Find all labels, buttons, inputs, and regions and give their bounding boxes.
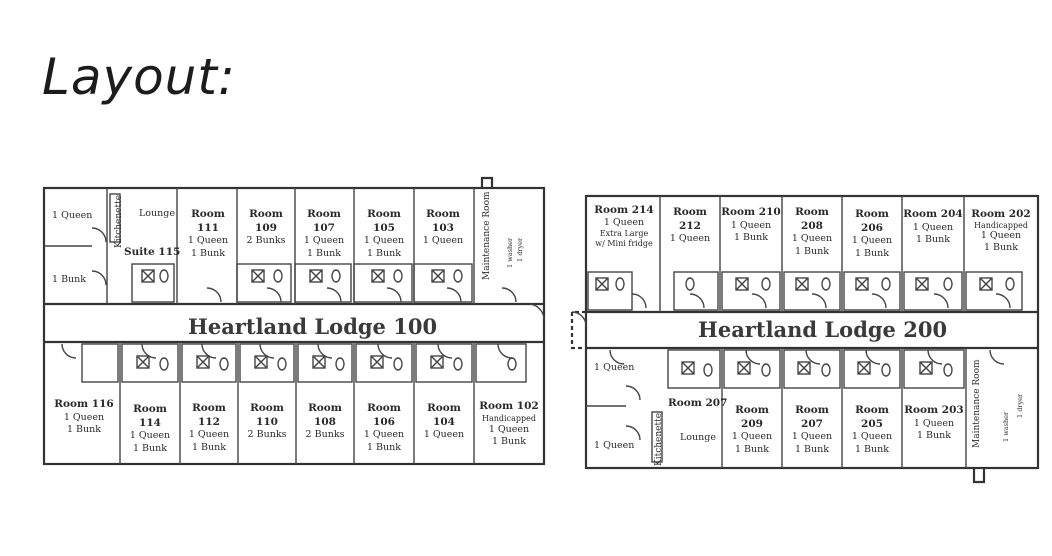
room-212: Room 212 1 Queen xyxy=(669,206,711,245)
room-206: Room 206 1 Queen 1 Bunk xyxy=(851,208,893,259)
suite-115-name: Suite 115 xyxy=(124,246,181,258)
room-111: Room 111 1 Queen 1 Bunk xyxy=(187,208,229,259)
room-106: Room 106 1 Queen 1 Bunk xyxy=(363,402,405,453)
suite-207-lounge: Lounge xyxy=(680,432,716,443)
room-210: Room 210 1 Queen 1 Bunk xyxy=(721,206,781,243)
lodge-200-maintenance-room: Maintenance Room xyxy=(972,359,982,448)
room-104: Room 104 1 Queen xyxy=(423,402,465,441)
page-heading: Layout: xyxy=(42,48,236,106)
room-202: Room 202 Handicapped 1 Queen 1 Bunk xyxy=(971,208,1031,253)
suite-207-bed-bottom: 1 Queen xyxy=(594,440,635,451)
lodge-100-walls xyxy=(42,176,546,466)
room-116: Room 116 1 Queen 1 Bunk xyxy=(54,398,114,435)
lodge-200-title: Heartland Lodge 200 xyxy=(698,317,948,342)
lodge-200-maintenance-dryer: 1 dryer xyxy=(1016,393,1024,418)
room-204: Room 204 1 Queen 1 Bunk xyxy=(903,208,963,245)
suite-115-lounge: Lounge xyxy=(139,208,175,219)
lodge-100-maintenance-washer: 1 washer xyxy=(506,237,514,268)
lodge-100-title: Heartland Lodge 100 xyxy=(188,314,438,339)
room-203: Room 203 1 Queen 1 Bunk xyxy=(904,404,964,441)
room-105: Room 105 1 Queen 1 Bunk xyxy=(363,208,405,259)
room-208: Room 208 1 Queen 1 Bunk xyxy=(791,206,833,257)
lodge-100-maintenance-dryer: 1 dryer xyxy=(516,237,524,262)
lodge-200-walls xyxy=(570,194,1040,484)
room-110: Room 110 2 Bunks xyxy=(247,402,287,441)
room-112: Room 112 1 Queen 1 Bunk xyxy=(188,402,230,453)
suite-115-kitchenette: Kitchenette xyxy=(114,194,124,248)
room-109: Room 109 2 Bunks xyxy=(246,208,286,247)
lodge-200-floor-plan: Room 214 1 Queen Extra Large w/ Mini fri… xyxy=(570,186,1044,486)
room-114: Room 114 1 Queen 1 Bunk xyxy=(129,403,171,454)
room-209: Room 209 1 Queen 1 Bunk xyxy=(731,404,773,455)
lodge-100-floor-plan: 1 Queen 1 Bunk Kitchenette Lounge Suite … xyxy=(42,176,548,488)
lodge-200-maintenance-washer: 1 washer xyxy=(1002,411,1010,442)
room-108: Room 108 2 Bunks xyxy=(305,402,345,441)
suite-115-bed-bottom: 1 Bunk xyxy=(52,274,87,285)
suite-207-kitchenette: Kitchenette xyxy=(654,412,664,466)
room-102: Room 102 Handicapped 1 Queen 1 Bunk xyxy=(479,400,539,448)
suite-115-bed-top: 1 Queen xyxy=(52,210,93,221)
room-205: Room 205 1 Queen 1 Bunk xyxy=(851,404,893,455)
lodge-100-maintenance-room: Maintenance Room xyxy=(482,191,492,280)
room-107: Room 107 1 Queen 1 Bunk xyxy=(303,208,345,259)
suite-207-name: Room 207 xyxy=(668,397,728,409)
room-214: Room 214 1 Queen Extra Large w/ Mini fri… xyxy=(594,204,654,248)
suite-207-bed-top: 1 Queen xyxy=(594,362,635,373)
room-103: Room 103 1 Queen xyxy=(422,208,464,247)
room-207: Room 207 1 Queen 1 Bunk xyxy=(791,404,833,455)
